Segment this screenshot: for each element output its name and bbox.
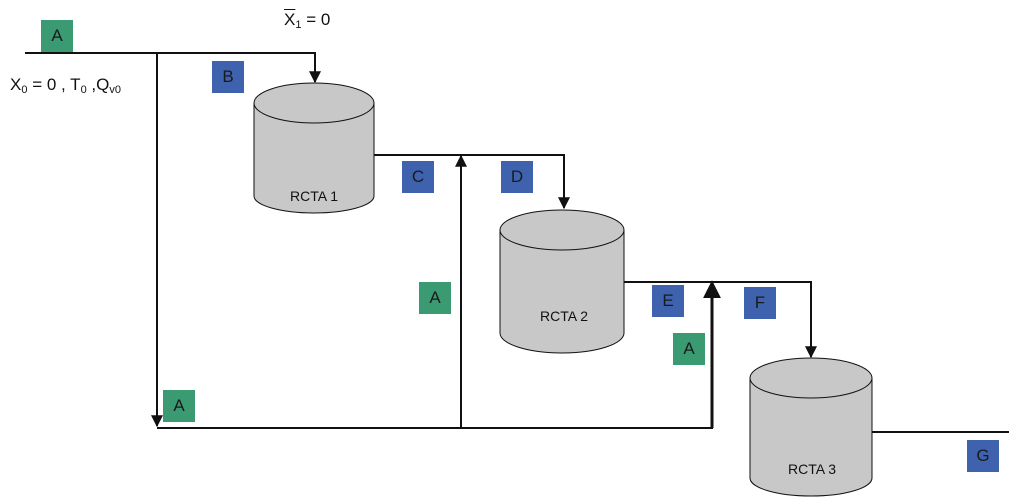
tank-2-label: RCTA 2	[540, 308, 588, 324]
label-f: F	[744, 287, 776, 319]
x1-base: X	[284, 10, 296, 29]
feed-x-eq: = 0 ,	[27, 75, 71, 94]
x1-sub: 1	[295, 19, 302, 31]
label-c: C	[402, 161, 434, 193]
tank-rcta-3: RCTA 3	[749, 357, 873, 497]
label-a-riser-1: A	[419, 282, 451, 314]
feed-t-sub: 0	[80, 84, 87, 96]
label-e: E	[652, 285, 684, 317]
label-a-bottom: A	[163, 390, 195, 422]
tank-1-label: RCTA 1	[290, 188, 338, 204]
feed-x-base: X	[10, 75, 22, 94]
conversion-x1: X1 = 0	[284, 10, 330, 31]
label-d: D	[501, 161, 533, 193]
x1-eq: = 0	[301, 10, 331, 29]
feed-conditions: X0 = 0 , T0 ,Qv0	[10, 75, 121, 96]
label-g: G	[967, 440, 999, 472]
label-a-riser-2: A	[673, 333, 705, 365]
feed-q-base: Q	[96, 75, 110, 94]
feed-sep: ,	[86, 75, 97, 94]
feed-q-sub: v0	[109, 84, 121, 96]
feed-t-base: T	[70, 75, 81, 94]
label-b: B	[212, 61, 244, 93]
tank-rcta-1: RCTA 1	[253, 82, 375, 214]
label-a-feed: A	[41, 20, 73, 52]
feed-x-sub: 0	[21, 84, 28, 96]
tank-rcta-2: RCTA 2	[499, 209, 625, 354]
tank-3-label: RCTA 3	[788, 461, 836, 477]
